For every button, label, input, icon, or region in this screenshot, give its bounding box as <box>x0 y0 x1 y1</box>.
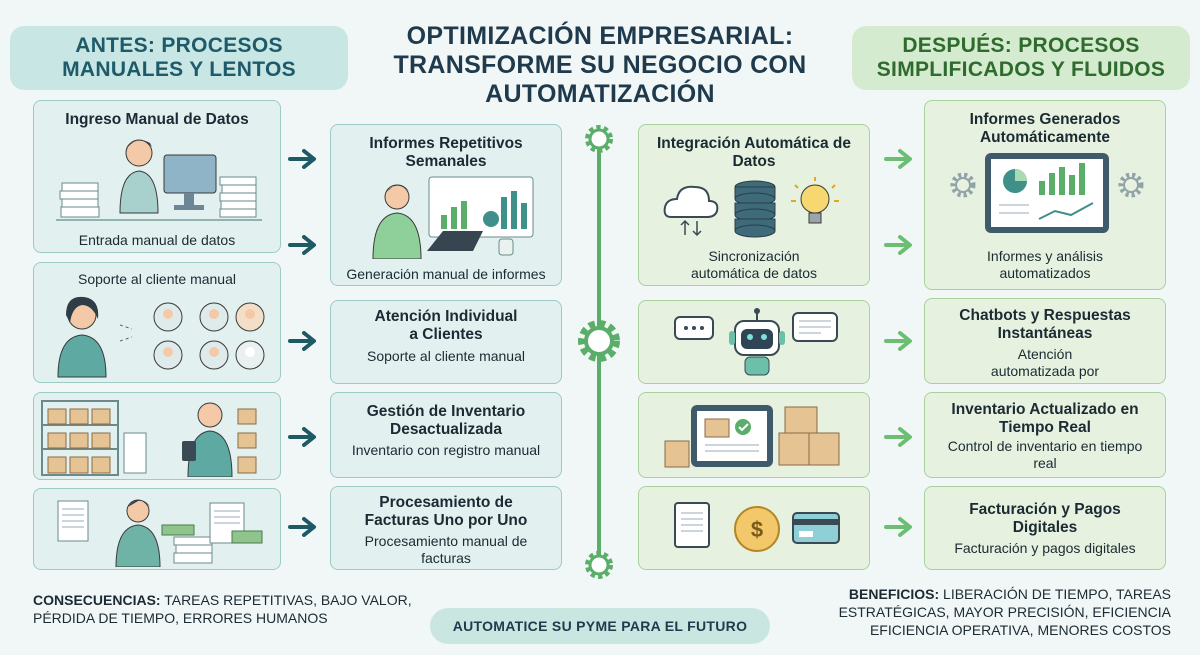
footer-call-to-action: AUTOMATICE SU PYME PARA EL FUTURO <box>430 608 770 644</box>
chatbot-illustration <box>671 305 843 381</box>
card-warehouse-illustration <box>33 392 281 480</box>
card-title: Chatbots y Respuestas Instantáneas <box>959 307 1131 342</box>
consequences-text: TAREAS REPETITIVAS, BAJO VALOR, PÉRDIDA … <box>33 592 412 626</box>
card-caption: Atención automatizada por chatbots <box>990 346 1100 383</box>
card-title: Gestión de Inventario Desactualizada <box>366 403 526 438</box>
benefits-text: LIBERACIÓN DE TIEMPO, TAREAS ESTRATÉGICA… <box>838 586 1171 638</box>
integration-illustration <box>663 177 847 239</box>
card-caption: Control de inventario en tiempo real <box>947 438 1143 471</box>
card-chatbots: Chatbots y Respuestas Instantáneas Atenc… <box>924 298 1166 384</box>
card-caption: Sincronización automática de datos <box>690 248 818 281</box>
arrow-right-icon <box>884 517 912 537</box>
card-title: Informes Generados Automáticamente <box>969 111 1121 146</box>
robot-icon <box>729 308 785 376</box>
card-manual-support: Soporte al cliente manual <box>33 262 281 383</box>
reports-worker-illustration <box>367 175 537 259</box>
credit-card-icon <box>792 512 840 544</box>
benefits-note: BENEFICIOS: LIBERACIÓN DE TIEMPO, TAREAS… <box>826 585 1171 639</box>
tablet-boxes-illustration <box>663 399 843 473</box>
card-invoice-processing: Procesamiento de Facturas Uno por Uno Pr… <box>330 486 562 570</box>
card-title: Integración Automática de Datos <box>656 135 852 170</box>
support-agent-illustration <box>44 293 272 379</box>
card-manual-data-entry: Ingreso Manual de Datos Entrada manual d… <box>33 100 281 253</box>
consequences-note: CONSECUENCIAS: TAREAS REPETITIVAS, BAJO … <box>33 591 433 627</box>
card-individual-attention: Atención Individual a Clientes Soporte a… <box>330 300 562 384</box>
card-chatbot-illustration <box>638 300 870 384</box>
benefits-label: BENEFICIOS: <box>848 586 940 602</box>
check-icon <box>735 419 751 435</box>
card-title: Procesamiento de Facturas Uno por Uno <box>364 494 528 529</box>
card-caption: Inventario con registro manual <box>351 442 541 458</box>
cloud-icon <box>663 185 719 218</box>
card-title: Facturación y Pagos Digitales <box>969 501 1121 536</box>
svg-text:$: $ <box>751 517 763 542</box>
arrow-right-icon <box>288 517 316 537</box>
lightbulb-icon <box>791 177 839 224</box>
database-icon <box>734 180 776 238</box>
card-tablet-inventory-illustration <box>638 392 870 478</box>
card-caption: Entrada manual de datos <box>78 232 236 248</box>
arrow-right-icon <box>884 331 912 351</box>
arrow-right-icon <box>288 427 316 447</box>
card-caption: Soporte al cliente manual <box>367 348 525 364</box>
consequences-label: CONSECUENCIAS: <box>33 592 161 608</box>
payment-illustration: $ <box>671 499 843 559</box>
card-realtime-inventory: Inventario Actualizado en Tiempo Real Co… <box>924 392 1166 478</box>
main-title: OPTIMIZACIÓN EMPRESARIAL: TRANSFORME SU … <box>393 22 807 108</box>
card-title: Informes Repetitivos Semanales <box>369 135 523 170</box>
gear-icon <box>585 551 613 579</box>
card-automatic-integration: Integración Automática de Datos Sincroni… <box>638 124 870 286</box>
arrow-right-icon <box>884 427 912 447</box>
card-title: Atención Individual a Clientes <box>374 308 518 343</box>
card-caption: Facturación y pagos digitales <box>954 540 1136 556</box>
card-weekly-reports: Informes Repetitivos Semanales Generació… <box>330 124 562 286</box>
card-title: Inventario Actualizado en Tiempo Real <box>951 401 1139 436</box>
gear-icon <box>585 125 613 153</box>
card-billing-illustration: $ <box>638 486 870 570</box>
card-caption: Informes y análisis automatizados <box>987 248 1103 281</box>
gear-icon <box>950 172 976 198</box>
arrow-right-icon <box>884 149 912 169</box>
arrow-right-icon <box>288 331 316 351</box>
card-invoice-illustration <box>33 488 281 570</box>
card-title: Soporte al cliente manual <box>78 271 236 287</box>
card-title: Ingreso Manual de Datos <box>65 111 249 128</box>
gear-icon <box>1118 172 1144 198</box>
invoice-worker-illustration <box>54 495 264 567</box>
card-outdated-inventory: Gestión de Inventario Desactualizada Inv… <box>330 392 562 478</box>
after-header: DESPUÉS: PROCESOS SIMPLIFICADOS Y FLUIDO… <box>852 26 1190 90</box>
dollar-coin-icon <box>734 506 780 552</box>
gear-icon <box>578 320 620 362</box>
office-worker-illustration <box>56 133 262 223</box>
arrow-right-icon <box>884 235 912 255</box>
arrow-right-icon <box>288 235 316 255</box>
card-caption: Procesamiento manual de facturas <box>364 533 528 566</box>
before-header: ANTES: PROCESOS MANUALES Y LENTOS <box>10 26 348 90</box>
card-automatic-reports: Informes Generados Automáticamente Infor… <box>924 100 1166 290</box>
arrow-right-icon <box>288 149 316 169</box>
card-digital-billing: Facturación y Pagos Digitales Facturació… <box>924 486 1166 570</box>
card-caption: Generación manual de informes <box>346 266 546 282</box>
dashboard-tablet-illustration <box>945 151 1149 235</box>
warehouse-worker-illustration <box>40 397 276 477</box>
